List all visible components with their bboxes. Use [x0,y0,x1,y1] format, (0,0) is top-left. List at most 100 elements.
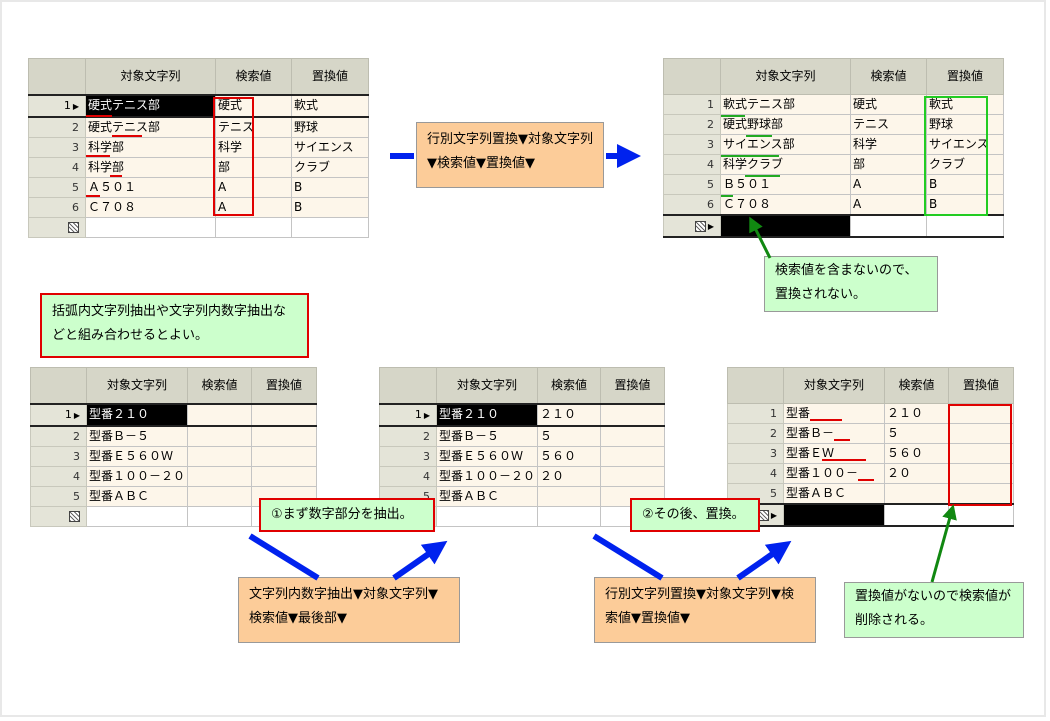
cell-target[interactable]: 硬式テニス部 [85,93,216,118]
row-number[interactable]: 5 [30,485,87,507]
cell-search[interactable] [537,485,601,507]
cell-target[interactable]: 軟式テニス部 [720,94,851,115]
cell-target[interactable]: 型番２１０ [86,402,188,427]
cell-target[interactable] [85,216,216,238]
cell-search[interactable] [850,214,927,238]
row-number[interactable]: 5 [663,174,721,195]
cell-target[interactable]: 型番Ｅ５６０Ｗ [86,445,188,467]
cell-replace[interactable] [600,425,665,447]
cell-replace[interactable] [926,214,1004,238]
col-header-search[interactable]: 検索値 [187,367,252,404]
col-header-replace[interactable]: 置換値 [926,58,1004,95]
cell-target[interactable]: 型番Ｂ－ [783,423,885,444]
cell-replace[interactable] [948,503,1014,527]
col-header-target[interactable]: 対象文字列 [85,58,216,95]
cell-search[interactable] [187,505,252,527]
row-number[interactable]: 4 [28,156,86,178]
col-header-target[interactable]: 対象文字列 [783,367,885,404]
cell-replace[interactable] [948,463,1014,484]
cell-replace[interactable]: B [926,194,1004,216]
cell-target[interactable] [86,505,188,527]
cell-target[interactable]: 硬式テニス部 [85,116,216,138]
col-header-search[interactable]: 検索値 [884,367,949,404]
cell-replace[interactable]: 野球 [291,116,369,138]
new-row-marker[interactable] [30,505,87,527]
row-number[interactable]: 4 [727,463,784,484]
row-number[interactable]: 4 [30,465,87,487]
row-number[interactable]: 3 [30,445,87,467]
row-number[interactable]: 1▶ [379,402,437,427]
cell-replace[interactable] [600,402,665,427]
row-number[interactable]: 1▶ [30,402,87,427]
cell-target[interactable]: 型番ＡＢＣ [783,483,885,505]
col-header-target[interactable]: 対象文字列 [86,367,188,404]
cell-replace[interactable]: B [926,174,1004,195]
row-number[interactable]: 6 [663,194,721,216]
cell-search[interactable]: A [850,174,927,195]
table-row: 1▶ 型番２１０ ２１０ [379,402,665,427]
corner-cell [30,367,87,404]
cell-replace[interactable] [251,402,317,427]
col-header-replace[interactable]: 置換値 [600,367,665,404]
new-record-icon [68,222,79,233]
col-header-search[interactable]: 検索値 [850,58,927,95]
cell-replace[interactable]: B [291,196,369,218]
cell-target[interactable]: 型番Ｂ－５ [436,425,538,447]
cell-replace[interactable] [948,483,1014,505]
cell-target[interactable]: 型番ＥＷ [783,443,885,464]
cell-search[interactable] [187,425,252,447]
new-row-marker[interactable]: ▶ [663,214,721,238]
row-number[interactable]: 2 [28,116,86,138]
cell-target[interactable]: 型番ＡＢＣ [436,485,538,507]
cell-target[interactable]: 型番１００－２０ [86,465,188,487]
cell-search[interactable]: ５６０ [537,445,601,467]
cell-target[interactable]: 型番ＡＢＣ [86,485,188,507]
cell-target[interactable]: 型番２１０ [436,402,538,427]
cell-replace[interactable] [251,425,317,447]
cell-target[interactable]: 科学部 [85,136,216,158]
cell-target[interactable]: 型番１００－２０ [436,465,538,487]
cell-replace[interactable]: サイエンス [926,134,1004,155]
cell-search[interactable] [884,503,949,527]
cell-replace[interactable]: B [291,176,369,198]
cell-search[interactable]: ２１０ [537,402,601,427]
cell-target[interactable]: 型番Ｅ５６０Ｗ [436,445,538,467]
cell-search[interactable] [187,445,252,467]
cell-search[interactable]: ５ [537,425,601,447]
row-number[interactable]: 2 [379,425,437,447]
row-number[interactable]: 1 [727,403,784,424]
row-number[interactable]: 6 [28,196,86,218]
cell-replace[interactable]: 軟式 [291,93,369,118]
col-header-replace[interactable]: 置換値 [251,367,317,404]
cell-target[interactable]: Ｂ５０１ [720,174,851,195]
cell-target[interactable]: 型番１００－ [783,463,885,484]
cell-replace[interactable]: 軟式 [926,94,1004,115]
cell-search[interactable] [884,483,949,505]
current-row-icon: ▶ [72,101,79,111]
cell-search[interactable]: ２１０ [884,403,949,424]
cell-replace[interactable] [600,465,665,487]
current-row-icon: ▶ [770,511,777,520]
row-number[interactable]: 2 [727,423,784,444]
new-row-marker[interactable] [28,216,86,238]
cell-search[interactable] [187,402,252,427]
cell-replace[interactable] [600,445,665,467]
cell-replace[interactable] [291,216,369,238]
col-header-target[interactable]: 対象文字列 [720,58,851,95]
row-number[interactable]: 3 [379,445,437,467]
cell-target[interactable]: 硬式野球部 [720,114,851,135]
cell-target[interactable] [783,503,885,527]
cell-replace[interactable] [251,465,317,487]
cell-target[interactable]: 科学部 [85,156,216,178]
cell-search[interactable]: ５ [884,423,949,444]
cell-target[interactable] [436,505,538,527]
cell-replace[interactable]: クラブ [291,156,369,178]
cell-target[interactable]: Ｃ７０８ [720,194,851,216]
cell-search[interactable] [537,505,601,527]
cell-search[interactable]: ２０ [884,463,949,484]
cell-search[interactable] [215,216,292,238]
row-number[interactable]: 5 [28,176,86,198]
col-header-target[interactable]: 対象文字列 [436,367,538,404]
row-number[interactable]: 3 [727,443,784,464]
cell-target[interactable]: サイエンス部 [720,134,851,155]
